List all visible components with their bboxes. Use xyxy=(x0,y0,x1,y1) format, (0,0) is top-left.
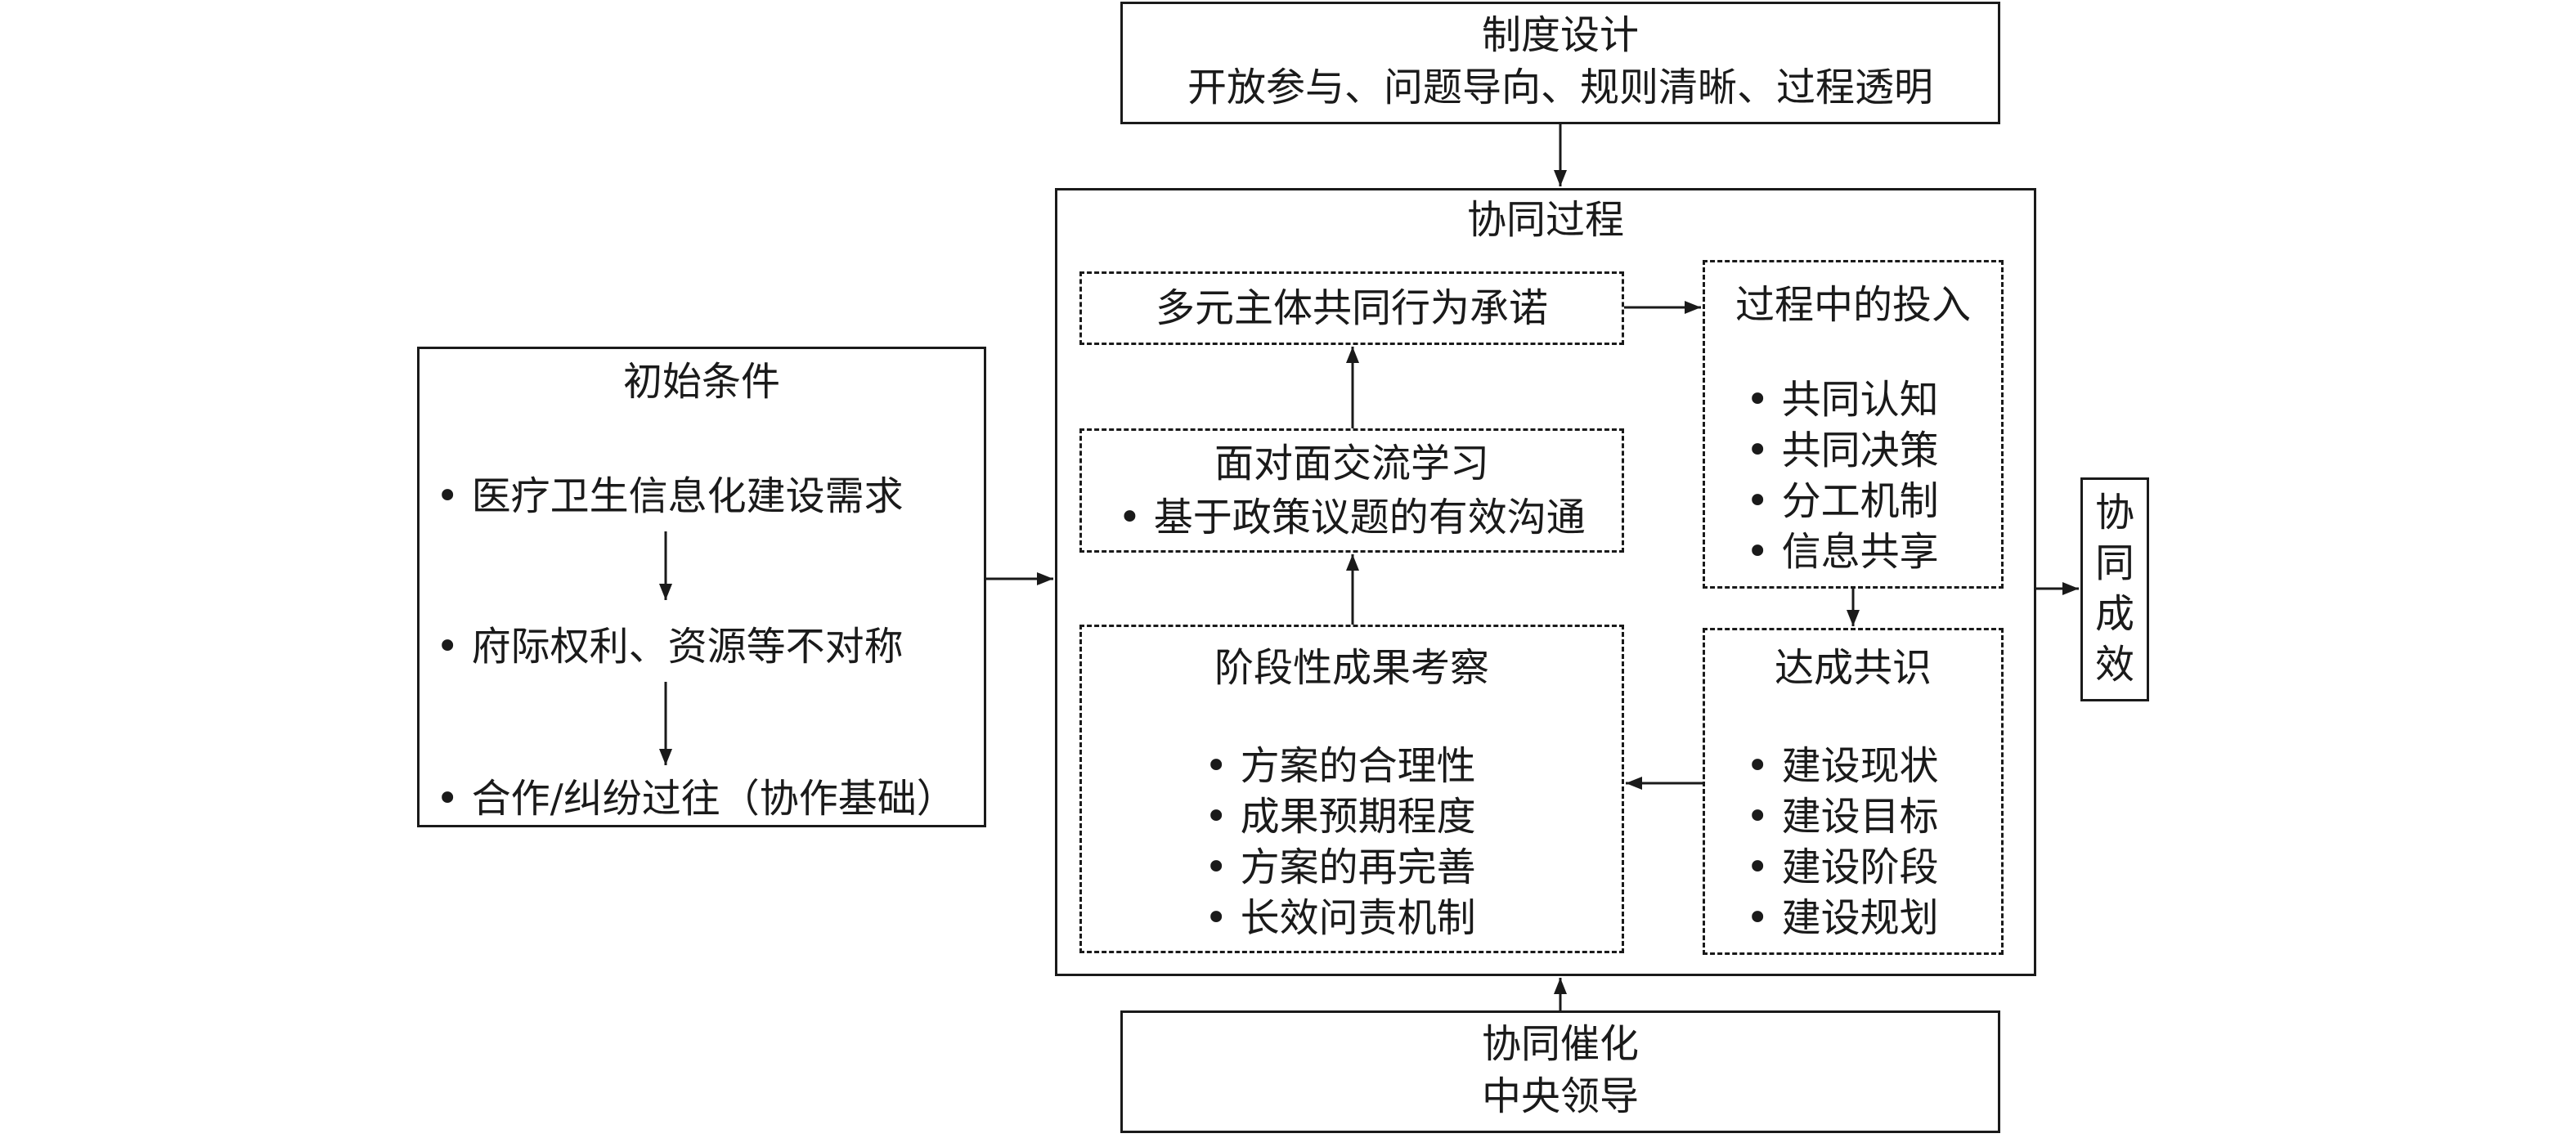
consensus-title: 达成共识 xyxy=(1774,645,1932,691)
outcome-item: • 方案的合理性 xyxy=(1205,743,1476,789)
catalyst-title: 协同催化 xyxy=(1481,1021,1639,1067)
investment-box: 过程中的投入 • 共同认知 • 共同决策 • 分工机制 • 信息共享 xyxy=(1703,260,2004,589)
consensus-box: 达成共识 • 建设现状 • 建设目标 • 建设阶段 • 建设规划 xyxy=(1703,628,2004,955)
result-char: 同 xyxy=(2094,540,2134,586)
outcomes-box: 阶段性成果考察 • 方案的合理性 • 成果预期程度 • 方案的再完善 • 长效问… xyxy=(1079,625,1624,953)
dialogue-title: 面对面交流学习 xyxy=(1214,441,1489,486)
initial-conditions-box: 初始条件 • 医疗卫生信息化建设需求 • 府际权利、资源等不对称 • 合作/纠纷… xyxy=(417,347,986,827)
initial-condition-item: • 医疗卫生信息化建设需求 xyxy=(436,473,904,519)
result-char: 协 xyxy=(2094,490,2134,535)
consensus-item: • 建设阶段 xyxy=(1746,845,1939,890)
initial-condition-item: • 合作/纠纷过往（协作基础） xyxy=(436,776,956,822)
outcome-item: • 成果预期程度 xyxy=(1205,794,1476,840)
commitment-label: 多元主体共同行为承诺 xyxy=(1155,285,1548,331)
commitment-box: 多元主体共同行为承诺 xyxy=(1079,271,1624,345)
collaborative-process-title: 协同过程 xyxy=(1466,197,1624,243)
design-box: 制度设计 开放参与、问题导向、规则清晰、过程透明 xyxy=(1120,2,2000,124)
outcome-item: • 方案的再完善 xyxy=(1205,845,1476,890)
collaborative-process-box: 协同过程 xyxy=(1055,188,2036,976)
dialogue-box: 面对面交流学习 • 基于政策议题的有效沟通 xyxy=(1079,428,1624,553)
initial-conditions-title: 初始条件 xyxy=(622,359,780,405)
dialogue-item: • 基于政策议题的有效沟通 xyxy=(1118,495,1586,540)
investment-item: • 信息共享 xyxy=(1746,529,1939,575)
consensus-item: • 建设目标 xyxy=(1746,794,1939,840)
investment-item: • 共同认知 xyxy=(1746,377,1939,423)
result-char: 效 xyxy=(2094,642,2134,688)
result-char: 成 xyxy=(2094,591,2134,637)
collaborative-result-box: 协 同 成 效 xyxy=(2080,477,2149,701)
initial-condition-item: • 府际权利、资源等不对称 xyxy=(436,624,904,670)
design-subtitle: 开放参与、问题导向、规则清晰、过程透明 xyxy=(1187,65,1933,110)
catalyst-box: 协同催化 中央领导 xyxy=(1120,1010,2000,1133)
consensus-item: • 建设现状 xyxy=(1746,743,1939,789)
consensus-item: • 建设规划 xyxy=(1746,895,1939,941)
investment-item: • 共同决策 xyxy=(1746,428,1939,473)
design-title: 制度设计 xyxy=(1481,12,1639,58)
investment-item: • 分工机制 xyxy=(1746,478,1939,524)
outcomes-title: 阶段性成果考察 xyxy=(1214,645,1489,691)
outcome-item: • 长效问责机制 xyxy=(1205,895,1476,941)
investment-title: 过程中的投入 xyxy=(1735,282,1971,328)
catalyst-subtitle: 中央领导 xyxy=(1481,1073,1639,1119)
